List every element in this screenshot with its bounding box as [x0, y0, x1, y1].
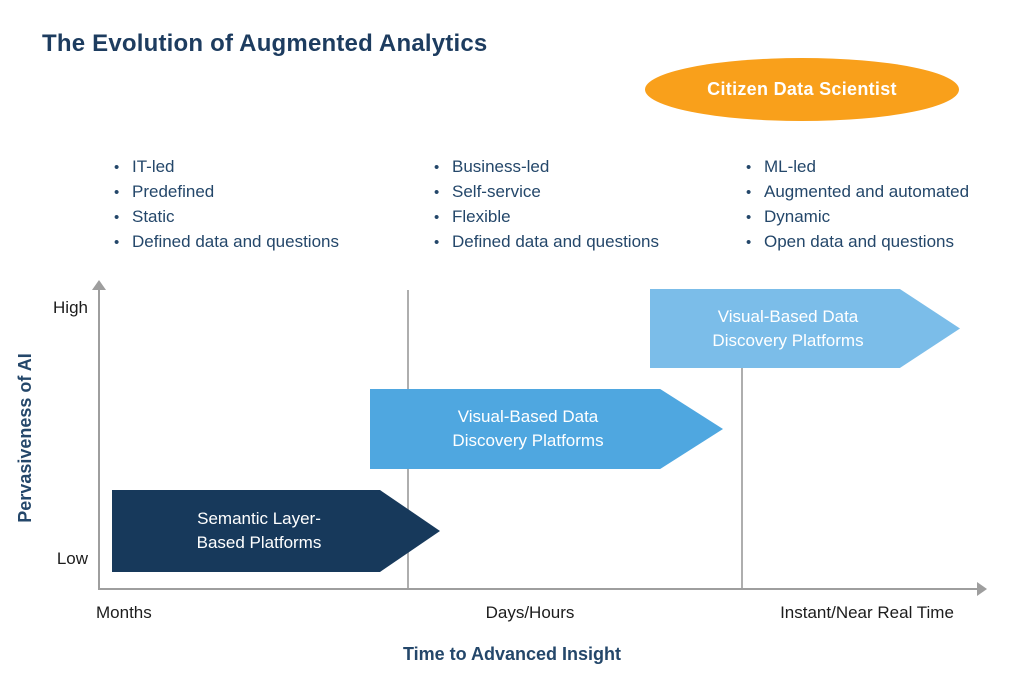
y-axis-title: Pervasiveness of AI [15, 353, 35, 523]
bullet-text: Dynamic [764, 207, 831, 226]
bullet-text: Business-led [452, 157, 550, 176]
bullet-icon: • [434, 159, 440, 176]
bullet-icon: • [746, 184, 752, 201]
bullet-item: • Static [114, 207, 339, 232]
bullet-column-ml-led: • ML-led • Augmented and automated • Dyn… [746, 157, 969, 257]
x-axis-line [98, 588, 978, 590]
arrow-label-line: Visual-Based Data [457, 407, 599, 426]
bullet-text: Static [132, 207, 175, 226]
bullet-text: Predefined [132, 182, 215, 201]
bullet-icon: • [114, 159, 120, 176]
bullet-text: Defined data and questions [452, 232, 659, 251]
arrow-visual-discovery-platforms-high: Visual-Based Data Discovery Platforms [650, 289, 960, 368]
y-axis-arrowhead-icon [92, 280, 106, 290]
bullet-icon: • [434, 234, 440, 251]
bullet-item: • Self-service [434, 182, 659, 207]
bullet-text: Open data and questions [764, 232, 954, 251]
x-tick-days-hours: Days/Hours [485, 603, 575, 622]
gridline-instant [741, 290, 743, 588]
x-axis-arrowhead-icon [977, 582, 987, 596]
bullet-icon: • [114, 184, 120, 201]
x-tick-months: Months [96, 603, 152, 622]
bullet-icon: • [434, 209, 440, 226]
bullet-text: Self-service [452, 182, 541, 201]
x-tick-instant: Instant/Near Real Time [780, 603, 954, 622]
bullet-item: • IT-led [114, 157, 339, 182]
arrow-label-line: Based Platforms [196, 533, 322, 552]
arrow-label-line: Discovery Platforms [712, 330, 864, 350]
bullet-text: Augmented and automated [764, 182, 970, 201]
bullet-text: Flexible [452, 207, 511, 226]
badge-label: Citizen Data Scientist [707, 79, 897, 99]
bullet-icon: • [746, 159, 752, 176]
arrow-label: Visual-Based Data Discovery Platforms [370, 389, 660, 469]
bullet-text: ML-led [764, 157, 816, 176]
bullet-icon: • [114, 234, 120, 251]
y-axis-label-low: Low [56, 549, 88, 568]
y-axis-label-high: High [53, 298, 88, 317]
arrow-semantic-layer-platforms: Semantic Layer- Based Platforms [112, 490, 440, 572]
bullet-item: • Open data and questions [746, 232, 969, 257]
bullet-item: • ML-led [746, 157, 969, 182]
bullet-text: IT-led [132, 157, 175, 176]
citizen-data-scientist-badge: Citizen Data Scientist [645, 58, 959, 121]
page-title: The Evolution of Augmented Analytics [42, 30, 488, 57]
bullet-item: • Business-led [434, 157, 659, 182]
bullet-column-it-led: • IT-led • Predefined • Static • Defined… [114, 157, 339, 257]
x-axis-title: Time to Advanced Insight [402, 644, 622, 664]
arrow-label: Visual-Based Data Discovery Platforms [650, 289, 900, 368]
bullet-item: • Dynamic [746, 207, 969, 232]
bullet-icon: • [434, 184, 440, 201]
bullet-icon: • [746, 234, 752, 251]
bullet-icon: • [746, 209, 752, 226]
arrow-label: Semantic Layer- Based Platforms [112, 490, 380, 572]
bullet-item: • Flexible [434, 207, 659, 232]
bullet-item: • Augmented and automated [746, 182, 969, 207]
bullet-item: • Predefined [114, 182, 339, 207]
bullet-icon: • [114, 209, 120, 226]
bullet-item: • Defined data and questions [114, 232, 339, 257]
bullet-column-business-led: • Business-led • Self-service • Flexible… [434, 157, 659, 257]
arrow-label-line: Visual-Based Data [717, 306, 859, 326]
arrow-label-line: Semantic Layer- [197, 509, 321, 528]
arrow-label-line: Discovery Platforms [452, 431, 604, 450]
y-axis-line [98, 289, 100, 589]
arrow-visual-discovery-platforms-mid: Visual-Based Data Discovery Platforms [370, 389, 723, 469]
bullet-text: Defined data and questions [132, 232, 339, 251]
bullet-item: • Defined data and questions [434, 232, 659, 257]
